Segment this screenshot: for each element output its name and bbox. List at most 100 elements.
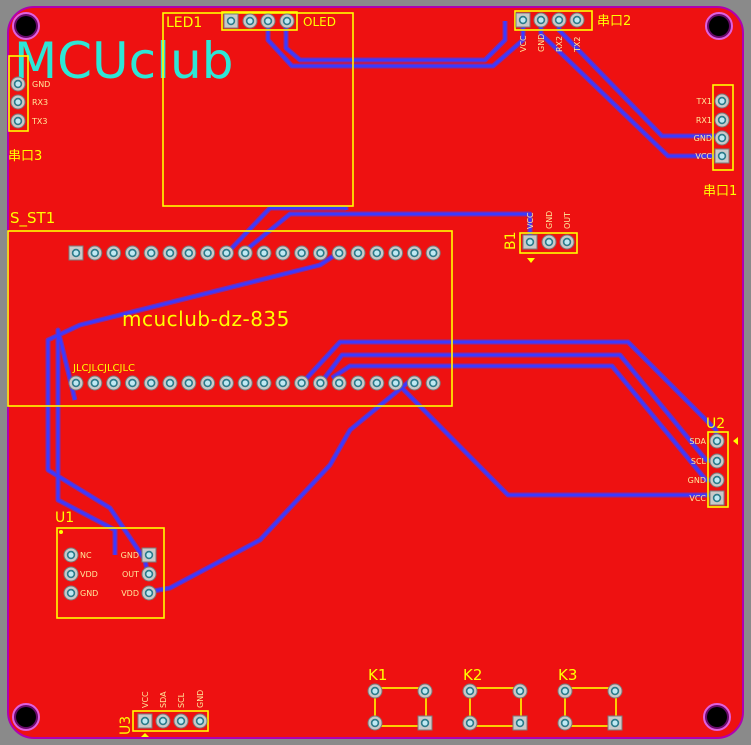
u2-pins — [709, 433, 725, 506]
header-pin — [331, 245, 347, 261]
key-pin — [512, 683, 528, 699]
header-pin — [237, 375, 253, 391]
header-pin — [312, 245, 328, 261]
pin-label: GND — [121, 551, 139, 560]
chuankou3-pin — [10, 76, 26, 92]
u3-ref: U3 — [118, 716, 134, 735]
pin-label: SDA — [159, 691, 168, 708]
key-pin — [607, 683, 623, 699]
key-ref: K3 — [558, 666, 577, 684]
model-text: mcuclub-dz-835 — [122, 307, 290, 331]
pin-label: NC — [80, 551, 92, 560]
header-pin — [388, 375, 404, 391]
pin-label: VCC — [519, 35, 528, 52]
header-pin — [331, 375, 347, 391]
led1-pin-row — [223, 13, 295, 29]
chuankou2-pins — [515, 12, 585, 28]
header-pin — [162, 245, 178, 261]
chuankou1-ref: 串口1 — [703, 184, 737, 199]
header-pin — [143, 375, 159, 391]
u2-connector: U2 — [706, 416, 738, 508]
key-pin — [462, 715, 478, 731]
header-pin — [87, 375, 103, 391]
pin-label: RX3 — [32, 98, 48, 107]
header-pin — [200, 245, 216, 261]
key-pin — [417, 715, 433, 731]
header-pin — [275, 245, 291, 261]
chuankou3-ref: 串口3 — [8, 149, 42, 164]
u2-pin — [709, 433, 725, 449]
u3-pin — [155, 713, 171, 729]
s-st1-ref: S_ST1 — [10, 209, 55, 228]
header-pin — [406, 245, 422, 261]
led1-ref: LED1 — [166, 15, 202, 31]
pin-label: VCC — [141, 691, 150, 708]
pin-label: TX1 — [696, 97, 712, 106]
header-pin — [124, 245, 140, 261]
b1-pin — [559, 234, 575, 250]
b1-buzzer-connector: B1 — [503, 231, 578, 263]
chuankou2-pin — [533, 12, 549, 28]
pin-label: SDA — [689, 437, 706, 446]
chuankou2-pin — [569, 12, 585, 28]
chuankou2-pin — [515, 12, 531, 28]
header-pin — [388, 245, 404, 261]
u1-pin — [141, 566, 157, 582]
header-pin — [68, 245, 84, 261]
pin-label: GND — [80, 589, 98, 598]
key-ref: K2 — [463, 666, 482, 684]
u2-pin — [709, 490, 725, 506]
b1-pin — [541, 234, 557, 250]
u3-connector: U3 — [118, 710, 209, 737]
key-pin — [367, 683, 383, 699]
u1-ref: U1 — [55, 510, 74, 526]
u1-pin — [63, 585, 79, 601]
chuankou2-pin — [551, 12, 567, 28]
header-pin — [106, 375, 122, 391]
chuankou1-connector: 串口1 — [703, 84, 737, 199]
oled-label: OLED — [303, 15, 336, 29]
oled-pin — [242, 13, 258, 29]
oled-pin — [260, 13, 276, 29]
s-st1-module: S_ST1 mcuclub-dz-835 JLCJLCJLCJLC — [7, 209, 453, 407]
header-pin — [369, 245, 385, 261]
header-pin — [181, 245, 197, 261]
u3-pins — [137, 713, 208, 729]
chuankou1-pins — [714, 93, 730, 164]
chuankou3-pin — [10, 113, 26, 129]
pin-label: SCL — [691, 457, 707, 466]
pin-label: RX1 — [696, 116, 712, 125]
mounting-holes — [12, 12, 733, 731]
header-pin — [312, 375, 328, 391]
chuankou2-ref: 串口2 — [597, 14, 631, 29]
u1-pin — [141, 585, 157, 601]
header-pin — [294, 375, 310, 391]
key-switch-k1: K1 — [367, 666, 433, 731]
pin-label: GND — [537, 34, 546, 52]
pin-label: OUT — [122, 570, 139, 579]
u2-pin — [709, 453, 725, 469]
s-st1-bottom-pin-row — [68, 375, 441, 391]
header-pin — [124, 375, 140, 391]
header-pin — [294, 245, 310, 261]
u1-module: U1 — [55, 510, 165, 619]
header-pin — [218, 375, 234, 391]
b1-pin — [522, 234, 538, 250]
oled-pin — [223, 13, 239, 29]
pin-label: VDD — [121, 589, 139, 598]
chuankou1-pin — [714, 112, 730, 128]
oled-pin — [279, 13, 295, 29]
pin-label: TX2 — [573, 37, 582, 53]
header-pin — [350, 375, 366, 391]
key-pin — [367, 715, 383, 731]
pin-label: OUT — [563, 212, 572, 229]
header-pin — [350, 245, 366, 261]
u3-pin — [192, 713, 208, 729]
key-pin — [557, 683, 573, 699]
